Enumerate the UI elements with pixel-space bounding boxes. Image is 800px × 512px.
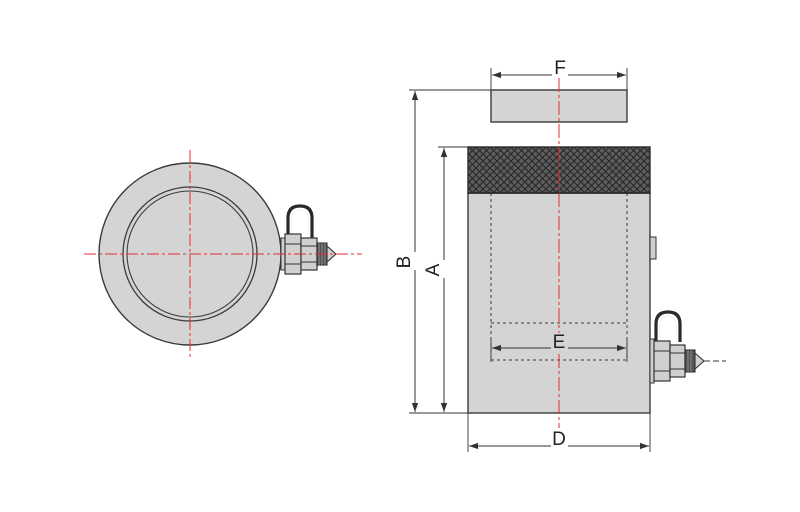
top-view bbox=[84, 150, 362, 358]
side-boss bbox=[649, 236, 657, 260]
dust-cap-loop bbox=[286, 204, 314, 238]
side-hex-nut bbox=[653, 340, 671, 382]
dim-label-f: F bbox=[554, 58, 566, 79]
top-coupler bbox=[280, 204, 337, 275]
dim-label-a: A bbox=[423, 263, 444, 276]
side-dust-cap-loop bbox=[654, 310, 682, 342]
side-view bbox=[467, 78, 726, 428]
dim-label-e: E bbox=[553, 332, 566, 353]
dim-label-b: B bbox=[394, 256, 415, 269]
dimensions: F E D B A bbox=[394, 56, 651, 452]
side-coupler bbox=[649, 310, 726, 384]
dim-label-d: D bbox=[552, 429, 566, 450]
